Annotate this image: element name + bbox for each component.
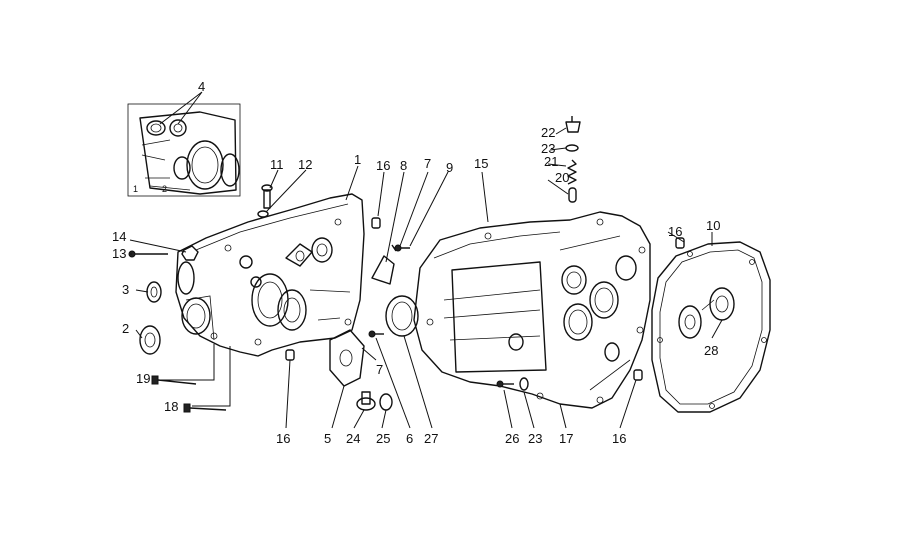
inset-label-right: 2	[162, 184, 167, 194]
callout-12: 12	[298, 157, 312, 172]
callout-25: 25	[376, 431, 390, 446]
callout-28: 28	[704, 343, 718, 358]
callout-16-bottom-right: 16	[612, 431, 626, 446]
inset-label-left: 1	[133, 184, 138, 194]
callout-23-bottom: 23	[528, 431, 542, 446]
callout-16-top: 16	[376, 158, 390, 173]
callout-2: 2	[122, 321, 129, 336]
callout-1: 1	[354, 152, 361, 167]
callout-16-right: 16	[668, 224, 682, 239]
leader-lines	[129, 91, 723, 429]
callout-19: 19	[136, 371, 150, 386]
rear-cover-gasket	[651, 241, 771, 413]
callout-6: 6	[406, 431, 413, 446]
callout-5: 5	[324, 431, 331, 446]
callout-13: 13	[112, 246, 126, 261]
gearbox-housing-front	[175, 193, 365, 357]
bearing-28	[678, 287, 735, 339]
gearbox-housing-rear	[413, 211, 651, 409]
callout-7-bottom: 7	[376, 362, 383, 377]
callout-24: 24	[346, 431, 360, 446]
callout-labels: 4 11 12 1 16 8 7 9 15 22 23 21 20 16 10 …	[112, 79, 720, 446]
callout-27: 27	[424, 431, 438, 446]
callout-21: 21	[544, 154, 558, 169]
callout-11: 11	[270, 157, 284, 172]
callout-7-top: 7	[424, 156, 431, 171]
callout-16-bottom: 16	[276, 431, 290, 446]
callout-17: 17	[559, 431, 573, 446]
callout-22: 22	[541, 125, 555, 140]
callout-8: 8	[400, 158, 407, 173]
callout-23-top: 23	[541, 141, 555, 156]
callout-15: 15	[474, 156, 488, 171]
callout-18: 18	[164, 399, 178, 414]
callout-14: 14	[112, 229, 126, 244]
callout-26: 26	[505, 431, 519, 446]
callout-4: 4	[198, 79, 205, 94]
callout-9: 9	[446, 160, 453, 175]
callout-20: 20	[555, 170, 569, 185]
inset-detail-4: 1 2	[127, 103, 241, 197]
callout-10: 10	[706, 218, 720, 233]
callout-3: 3	[122, 282, 129, 297]
